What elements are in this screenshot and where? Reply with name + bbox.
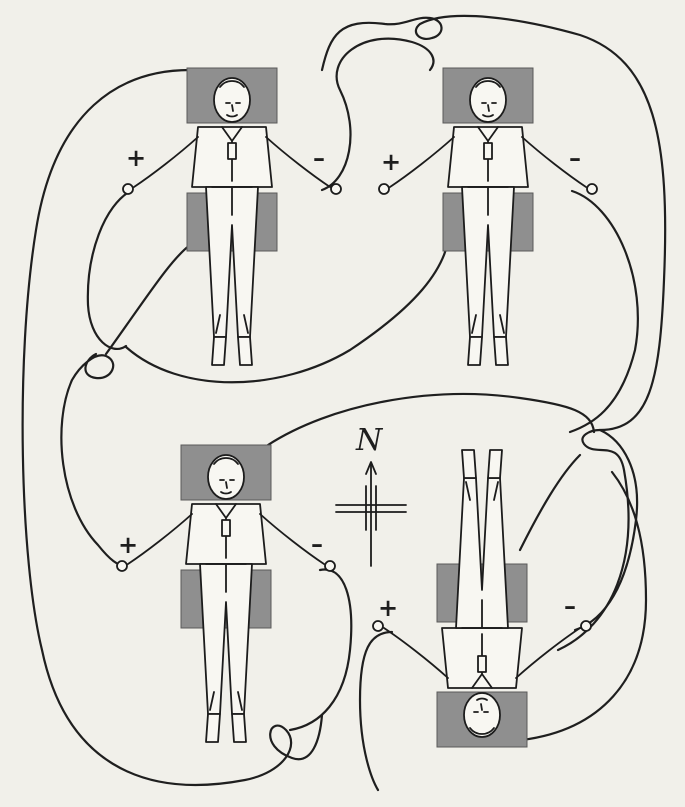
- upper-right-positive-label: +: [381, 147, 401, 176]
- head: [208, 455, 244, 499]
- right-hand: [587, 184, 597, 194]
- head: [470, 78, 506, 122]
- lower-left-positive-label: +: [118, 530, 138, 559]
- upper-left-negative-label: –: [313, 143, 325, 172]
- north-label: N: [355, 423, 384, 458]
- left-hand: [581, 621, 591, 631]
- lower-left-negative-label: –: [311, 529, 323, 558]
- lower-right-negative-label: –: [564, 591, 576, 620]
- shirt-pocket: [484, 143, 492, 159]
- right-hand: [373, 621, 383, 631]
- lower-right-positive-label: +: [378, 593, 398, 622]
- left-hand: [379, 184, 389, 194]
- right-hand: [331, 184, 341, 194]
- shirt-pocket: [222, 520, 230, 536]
- shirt-pocket: [478, 656, 486, 672]
- upper-right-negative-label: –: [569, 143, 581, 172]
- right-hand: [325, 561, 335, 571]
- shirt-pocket: [228, 143, 236, 159]
- left-hand: [123, 184, 133, 194]
- head: [464, 693, 500, 737]
- left-hand: [117, 561, 127, 571]
- head: [214, 78, 250, 122]
- upper-left-positive-label: +: [126, 143, 146, 172]
